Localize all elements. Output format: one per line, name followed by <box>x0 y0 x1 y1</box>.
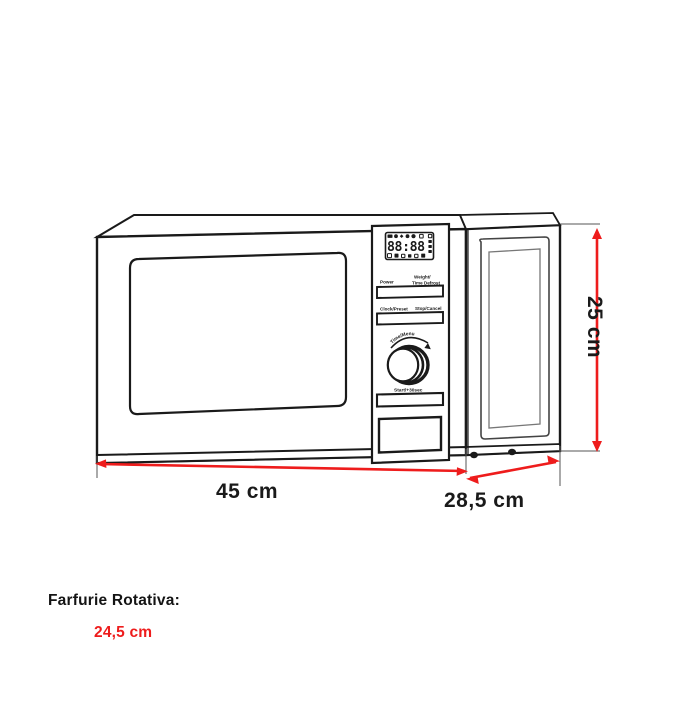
foot-dot-rear <box>508 448 516 456</box>
defrost-button-label-line1: Weight/ <box>414 275 431 280</box>
door-handle-recess[interactable] <box>377 415 443 454</box>
width-dimension-label: 45 cm <box>216 480 279 503</box>
rotating-plate-title: Farfurie Rotativa: <box>48 592 180 609</box>
cabinet-side-face <box>464 223 562 457</box>
door-window <box>128 251 348 416</box>
svg-text:88:88: 88:88 <box>387 240 425 255</box>
time-menu-knob[interactable] <box>386 344 430 386</box>
cabinet-side-top <box>458 212 562 230</box>
lcd-bottom-indicators <box>387 253 426 259</box>
start-button[interactable] <box>375 391 445 408</box>
depth-dimension-label: 28,5 cm <box>444 489 525 512</box>
knob-rotation-arc <box>390 336 429 349</box>
height-dimension-arrow <box>592 228 602 452</box>
depth-dimension-arrow <box>466 455 560 484</box>
lcd-top-indicators <box>387 233 424 239</box>
clock-preset-button-label: Clock/Preset <box>380 307 408 312</box>
side-vent-panel <box>479 236 550 440</box>
start-button-label: Start/+30sec <box>394 388 423 394</box>
defrost-button-label-line2: Time Defrost <box>412 281 440 286</box>
foot-dot-front <box>470 451 478 459</box>
knob-rotation-arrowhead <box>424 343 431 350</box>
power-button-label: Power <box>380 280 394 285</box>
stop-cancel-button-label: Stop/Cancel <box>415 306 442 311</box>
lcd-digits: 88:88 <box>387 240 426 255</box>
power-button[interactable] <box>376 284 444 299</box>
height-dimension-label: 25 cm <box>583 296 606 359</box>
lcd-display <box>384 231 435 261</box>
width-dimension-arrow <box>95 459 468 476</box>
side-vent-inner <box>488 248 541 429</box>
rotating-plate-value: 24,5 cm <box>94 624 153 641</box>
rotating-plate-info: Farfurie Rotativa: 24,5 cm <box>48 592 180 642</box>
lcd-unit-indicators <box>427 233 433 253</box>
clock-preset-button[interactable] <box>376 311 444 326</box>
